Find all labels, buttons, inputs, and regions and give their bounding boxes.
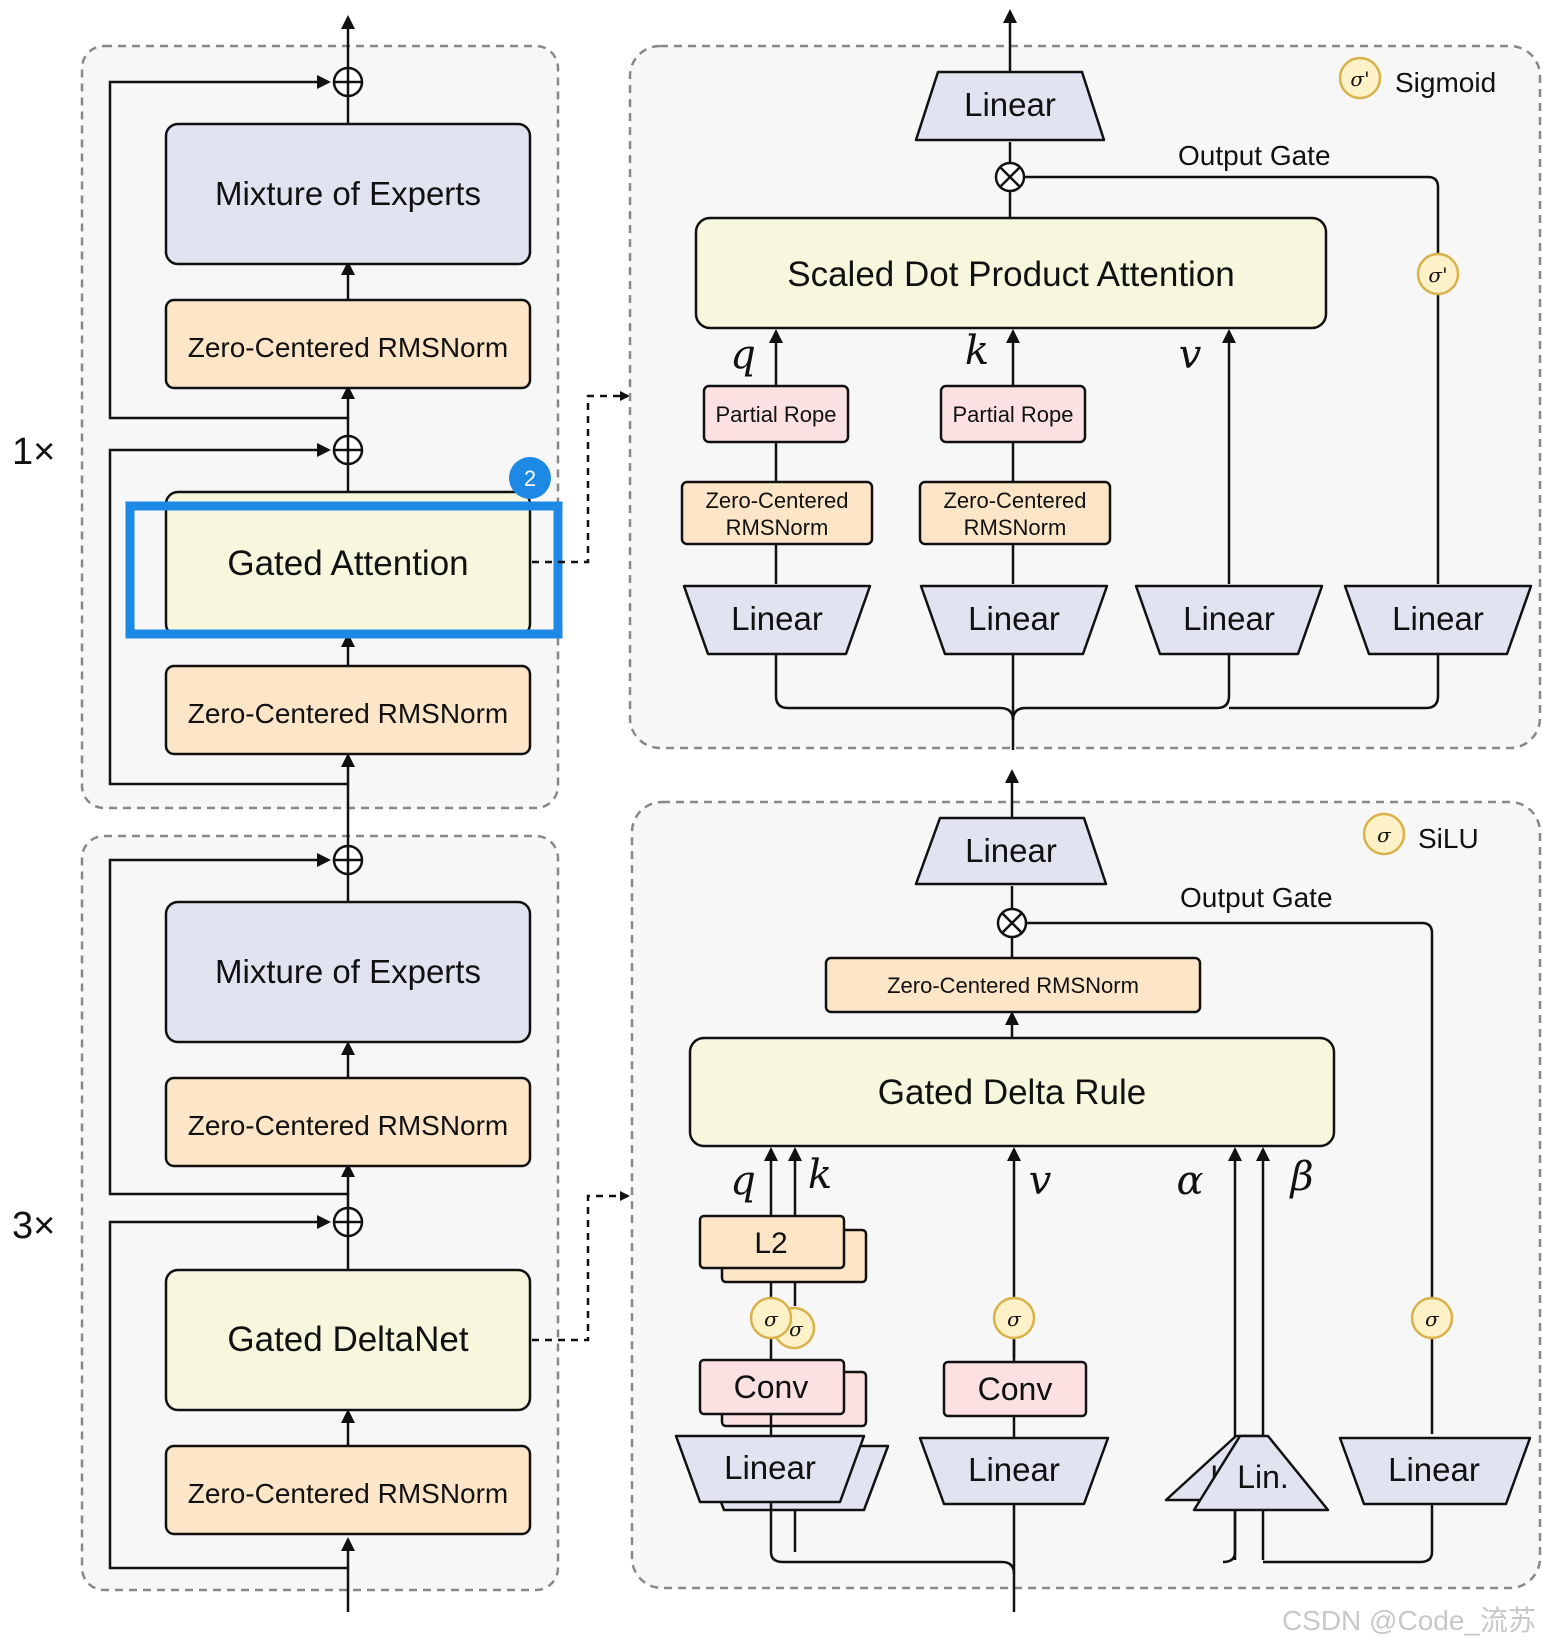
q-symbol-delta: q bbox=[730, 1158, 756, 1204]
linear-output-attn-label: Linear bbox=[964, 86, 1056, 123]
linear-gate-delta bbox=[1338, 1436, 1532, 1506]
gated-attention-label: Gated Attention bbox=[227, 544, 468, 583]
gated-deltanet-label: Gated DeltaNet bbox=[227, 1320, 469, 1359]
linear-gate-delta-label: Linear bbox=[1388, 1451, 1480, 1488]
output-gate-multiply-attn bbox=[994, 161, 1026, 193]
linear-gate-attn-label: Linear bbox=[1392, 600, 1484, 637]
linear-k-attn bbox=[919, 584, 1109, 656]
linear-v-attn-label: Linear bbox=[1183, 600, 1275, 637]
conv-qk-label: Conv bbox=[734, 1369, 809, 1405]
linear-k-attn-label: Linear bbox=[968, 600, 1060, 637]
gate-sigmoid-icon-attn bbox=[1416, 252, 1460, 296]
linear-v-delta bbox=[918, 1436, 1110, 1506]
silu-icon-v bbox=[992, 1296, 1036, 1340]
conv-v-label: Conv bbox=[978, 1371, 1053, 1407]
rmsnorm-label-top-1: Zero-Centered RMSNorm bbox=[188, 332, 509, 363]
l2-norm-label: L2 bbox=[754, 1227, 787, 1260]
linear-q-attn bbox=[682, 584, 872, 656]
beta-symbol-delta: β bbox=[1288, 1154, 1313, 1200]
moe-label-top: Mixture of Experts bbox=[215, 175, 481, 212]
k-symbol-delta: k bbox=[808, 1152, 832, 1198]
silu-symbol-v: σ bbox=[1007, 1307, 1022, 1331]
rmsnorm-q-attn-line1: Zero-Centered bbox=[705, 488, 848, 513]
selection-highlight[interactable] bbox=[125, 501, 563, 639]
linear-v-attn bbox=[1134, 584, 1324, 656]
rmsnorm-k-attn-line1: Zero-Centered bbox=[943, 488, 1086, 513]
moe-label-bottom: Mixture of Experts bbox=[215, 953, 481, 990]
residual-add-node bbox=[332, 434, 364, 466]
gated-delta-rule-box bbox=[688, 1036, 1336, 1148]
sdpa-box bbox=[694, 216, 1328, 330]
linear-output-attn bbox=[914, 70, 1106, 142]
sigmoid-legend-icon bbox=[1338, 56, 1382, 100]
rmsnorm-box-top-2 bbox=[164, 664, 532, 756]
silu-legend-symbol: σ bbox=[1377, 823, 1392, 847]
silu-symbol-gate: σ bbox=[1425, 1307, 1440, 1331]
rmsnorm-q-attn bbox=[680, 480, 874, 546]
k-symbol-attn: k bbox=[965, 328, 989, 374]
output-gate-label-attn: Output Gate bbox=[1178, 140, 1331, 171]
moe-box-bottom bbox=[164, 900, 532, 1044]
v-symbol-attn: v bbox=[1179, 332, 1202, 378]
rmsnorm-box-bottom-2 bbox=[164, 1444, 532, 1536]
linear-gate-attn bbox=[1343, 584, 1533, 656]
rmsnorm-delta-label: Zero-Centered RMSNorm bbox=[887, 973, 1139, 998]
gated-delta-rule-label: Gated Delta Rule bbox=[878, 1073, 1146, 1112]
watermark: CSDN @Code_流苏 bbox=[1282, 1605, 1536, 1636]
gated-deltanet-box bbox=[164, 1268, 532, 1412]
rmsnorm-box-bottom-1 bbox=[164, 1076, 532, 1168]
silu-legend-icon bbox=[1362, 812, 1406, 856]
rmsnorm-label-bottom-2: Zero-Centered RMSNorm bbox=[188, 1478, 509, 1509]
linear-v-delta-label: Linear bbox=[968, 1451, 1060, 1488]
sigmoid-legend-symbol: σ' bbox=[1350, 67, 1369, 91]
linear-qk-delta bbox=[674, 1434, 866, 1504]
residual-add-node bbox=[332, 844, 364, 876]
repeat-count-top: 1× bbox=[12, 431, 55, 473]
silu-icon-gate bbox=[1410, 1296, 1454, 1340]
selection-badge[interactable] bbox=[509, 457, 551, 499]
linear-q-attn-label: Linear bbox=[731, 600, 823, 637]
rmsnorm-box-top-1 bbox=[164, 298, 532, 390]
output-gate-multiply-delta bbox=[996, 907, 1028, 939]
sigmoid-legend-label: Sigmoid bbox=[1395, 67, 1496, 98]
v-symbol-delta: v bbox=[1029, 1158, 1052, 1204]
output-gate-label-delta: Output Gate bbox=[1180, 882, 1333, 913]
selection-badge-number: 2 bbox=[524, 466, 536, 491]
rmsnorm-label-top-2: Zero-Centered RMSNorm bbox=[188, 698, 509, 729]
silu-icon-q bbox=[749, 1296, 793, 1340]
moe-box-top bbox=[164, 122, 532, 266]
linear-output-delta bbox=[914, 816, 1108, 886]
silu-symbol-k: σ bbox=[789, 1317, 804, 1341]
partial-rope-k bbox=[939, 384, 1087, 444]
residual-add-node bbox=[332, 1206, 364, 1238]
repeat-count-bottom: 3× bbox=[12, 1205, 55, 1247]
rmsnorm-k-attn-line2: RMSNorm bbox=[964, 515, 1067, 540]
linear-qk-delta-label: Linear bbox=[724, 1449, 816, 1486]
silu-legend-label: SiLU bbox=[1418, 823, 1479, 854]
q-symbol-attn: q bbox=[730, 332, 756, 378]
partial-rope-q-label: Partial Rope bbox=[715, 402, 836, 427]
sdpa-label: Scaled Dot Product Attention bbox=[787, 255, 1235, 294]
alpha-symbol-delta: α bbox=[1176, 1158, 1203, 1204]
l2-norm-box bbox=[698, 1214, 846, 1270]
linear-beta-delta bbox=[1192, 1434, 1330, 1512]
partial-rope-k-label: Partial Rope bbox=[952, 402, 1073, 427]
silu-symbol-q: σ bbox=[764, 1307, 779, 1331]
linear-output-delta-label: Linear bbox=[965, 832, 1057, 869]
partial-rope-q bbox=[702, 384, 850, 444]
rmsnorm-label-bottom-1: Zero-Centered RMSNorm bbox=[188, 1110, 509, 1141]
residual-add-node bbox=[332, 66, 364, 98]
rmsnorm-q-attn-line2: RMSNorm bbox=[726, 515, 829, 540]
gate-sigmoid-symbol-attn: σ' bbox=[1428, 263, 1447, 287]
rmsnorm-k-attn bbox=[918, 480, 1112, 546]
linear-beta-delta-label: Lin. bbox=[1237, 1459, 1289, 1495]
